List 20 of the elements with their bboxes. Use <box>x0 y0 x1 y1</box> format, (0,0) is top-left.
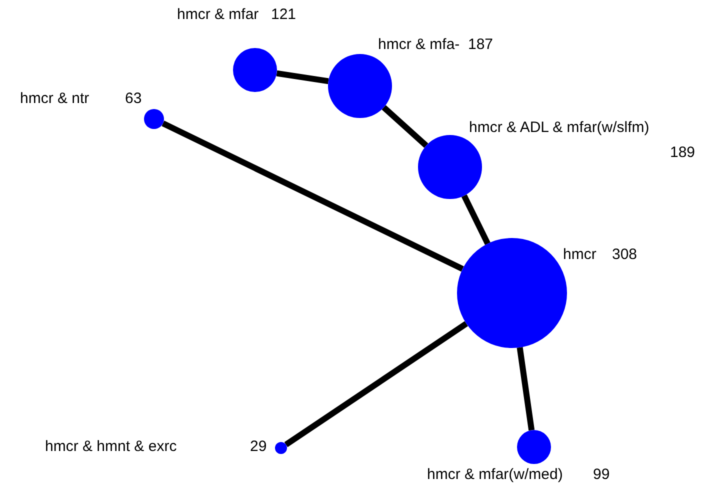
count-label: 121 <box>271 6 296 23</box>
connector-line <box>461 194 490 245</box>
count-label: 63 <box>125 90 142 107</box>
treatment-label: hmcr & mfar(w/med) <box>427 466 563 483</box>
connector-line <box>276 70 329 84</box>
treatment-label: hmcr & ntr <box>20 90 90 107</box>
connector-line <box>284 321 468 448</box>
connector-line <box>162 120 464 272</box>
treatment-label: hmcr & ADL & mfar(w/slfm) <box>469 119 650 136</box>
treatment-label: hmcr & mfa- <box>378 36 460 53</box>
count-label: 29 <box>250 438 267 455</box>
connector-line <box>382 105 428 148</box>
count-label: 99 <box>593 466 610 483</box>
treatment-label: hmcr & hmnt & exrc <box>45 438 177 455</box>
treatment-label: hmcr <box>563 246 596 263</box>
connector-line <box>516 347 535 431</box>
treatment-label: hmcr & mfar <box>177 6 259 23</box>
count-label: 308 <box>612 246 638 263</box>
count-label: 189 <box>670 144 696 161</box>
count-label: 187 <box>468 36 494 53</box>
